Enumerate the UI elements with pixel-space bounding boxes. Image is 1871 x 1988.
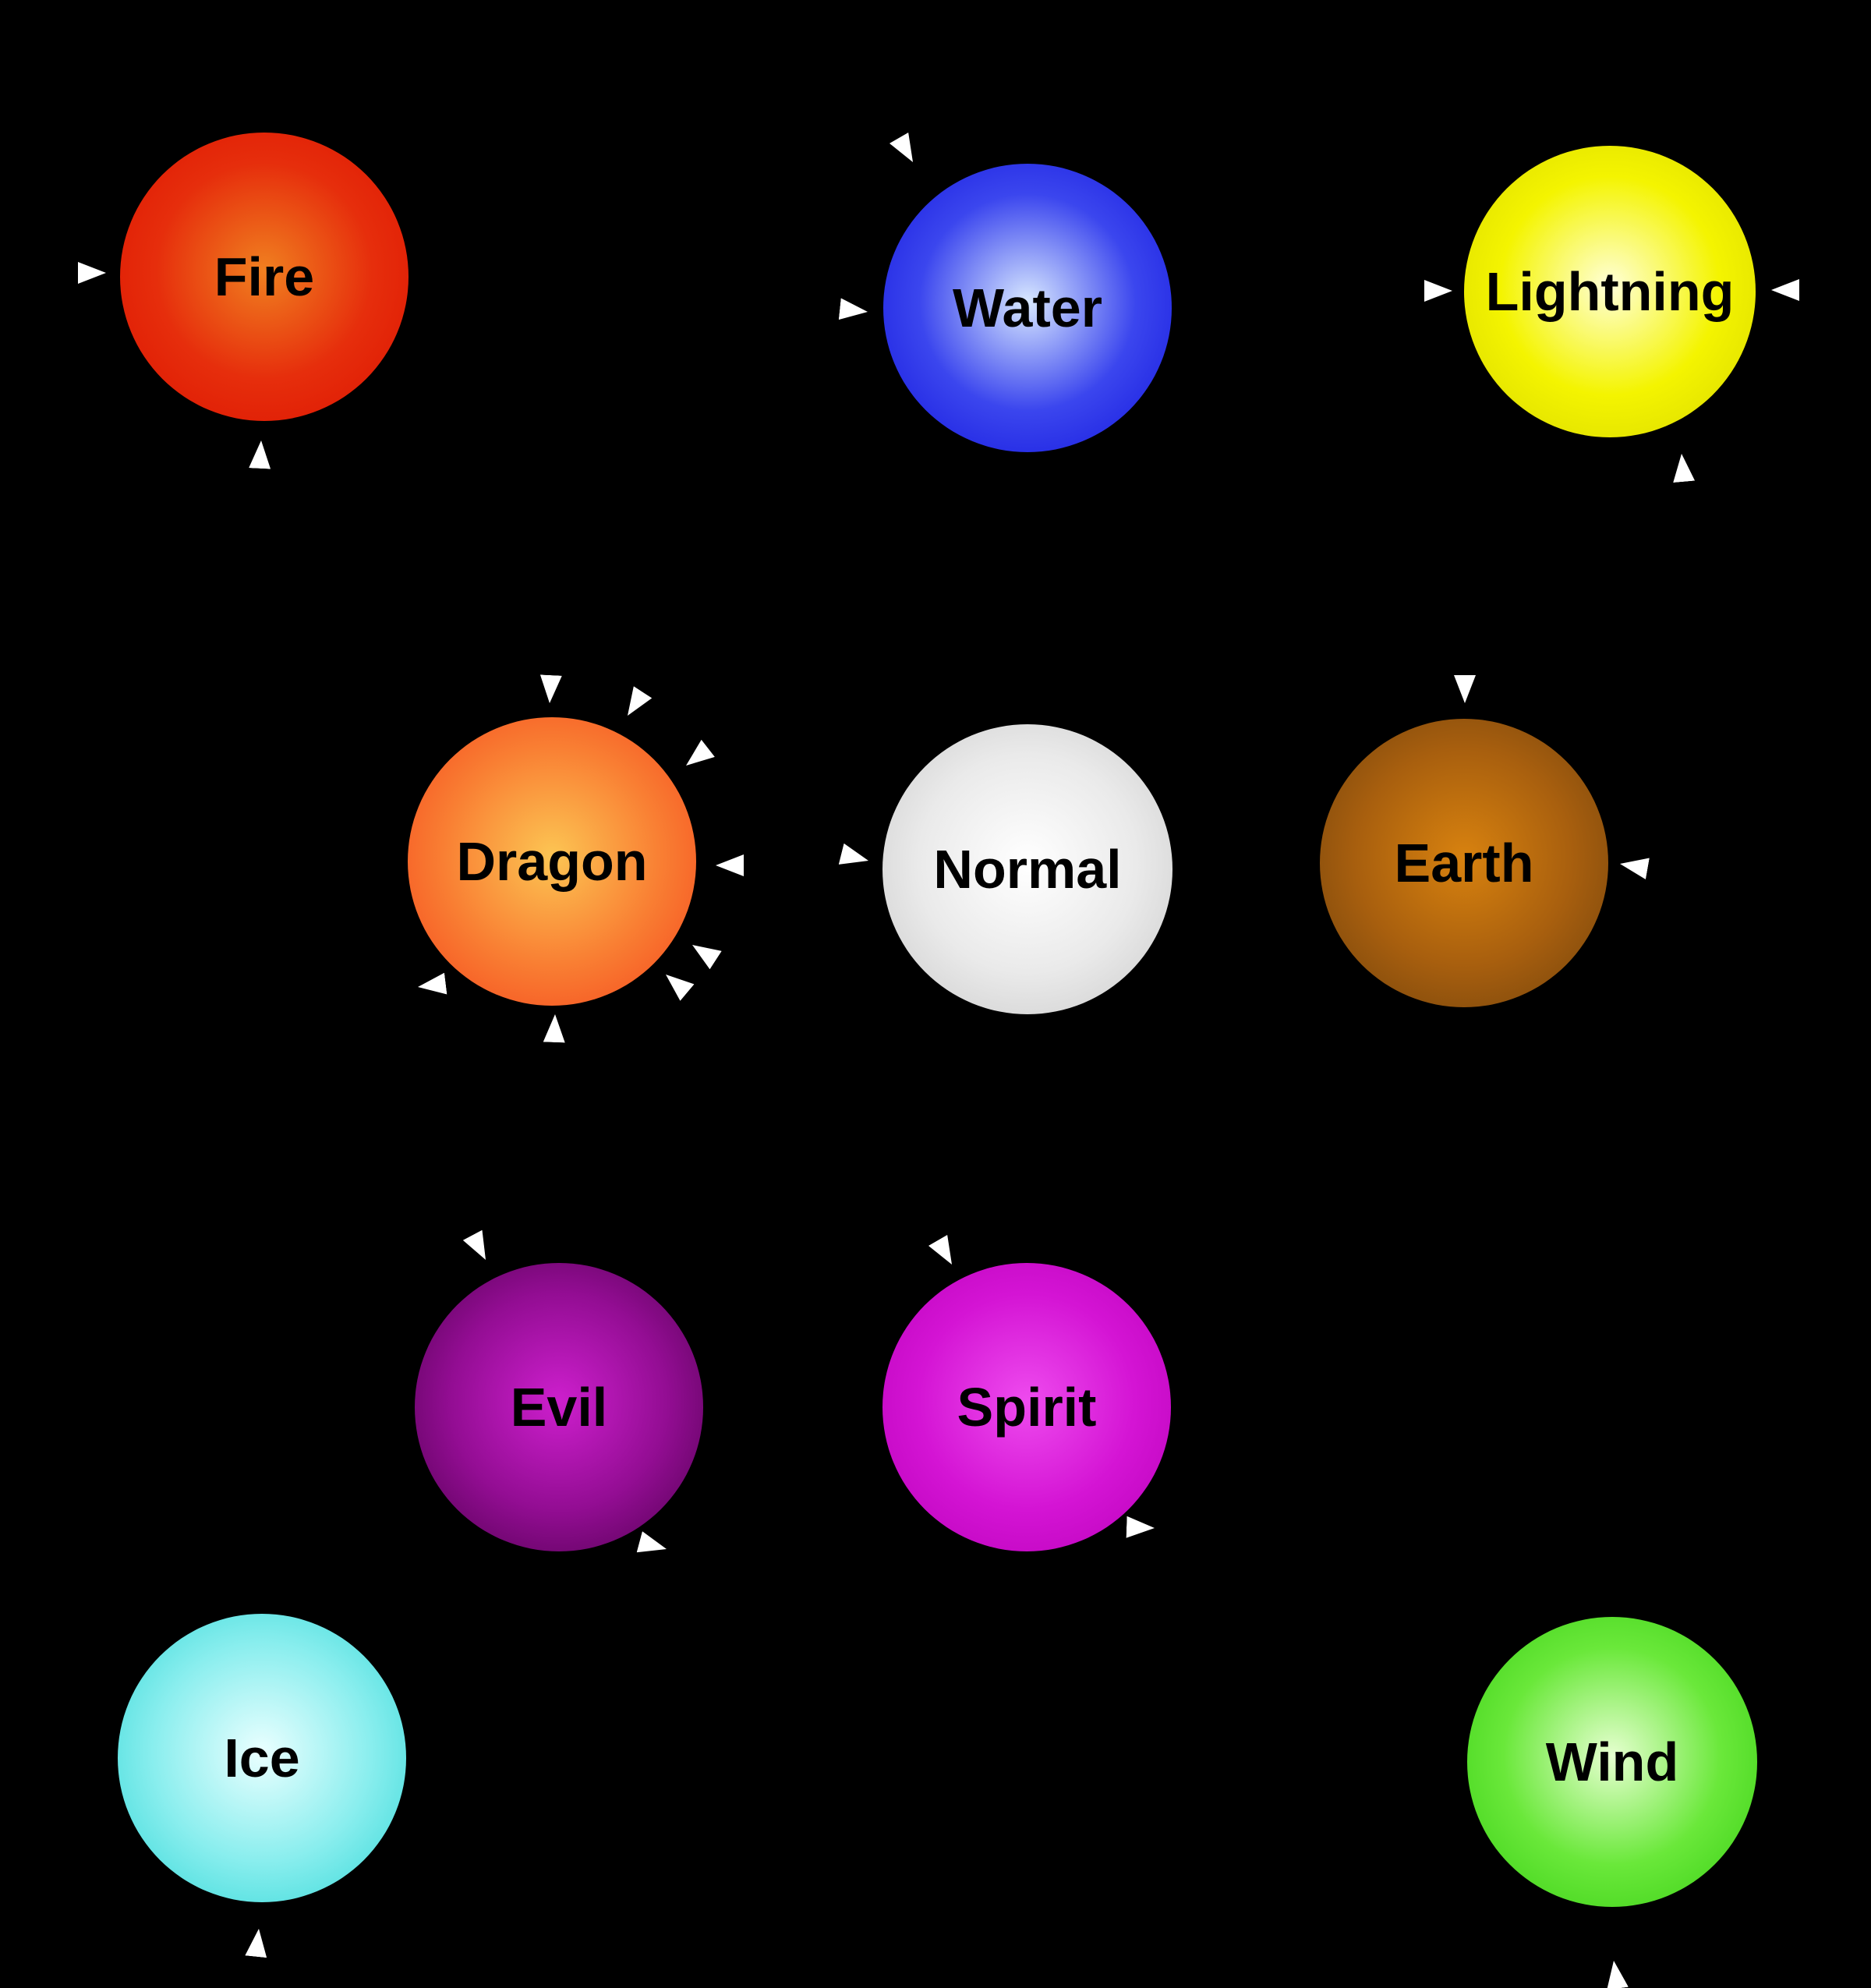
arrowhead-ice-22-icon — [245, 1928, 270, 1958]
arrowhead-dragon-12-icon — [659, 966, 695, 1001]
node-label-lightning: Lightning — [1485, 261, 1735, 322]
node-label-wind: Wind — [1545, 1732, 1679, 1792]
node-earth: Earth — [1320, 719, 1608, 1007]
node-label-dragon: Dragon — [456, 831, 648, 892]
node-label-earth: Earth — [1394, 833, 1534, 893]
node-normal: Normal — [882, 724, 1172, 1014]
node-label-water: Water — [953, 278, 1102, 338]
arrowhead-wind-23-icon — [1603, 1959, 1629, 1988]
arrowhead-earth-17-icon — [1618, 853, 1650, 879]
node-label-ice: Ice — [224, 1728, 300, 1788]
arrowhead-fire-0-icon — [78, 262, 106, 284]
node-evil: Evil — [415, 1263, 703, 1551]
arrowhead-dragon-10-icon — [716, 854, 744, 876]
node-label-evil: Evil — [510, 1377, 608, 1438]
node-label-spirit: Spirit — [957, 1377, 1097, 1438]
node-ice: Ice — [118, 1614, 406, 1902]
arrowhead-dragon-14-icon — [416, 973, 447, 998]
node-lightning: Lightning — [1464, 146, 1756, 437]
arrowhead-water-2-icon — [890, 133, 922, 168]
arrowhead-evil-18-icon — [463, 1230, 496, 1265]
node-spirit: Spirit — [882, 1263, 1171, 1551]
arrowhead-dragon-7-icon — [539, 674, 562, 703]
arrowhead-normal-15-icon — [839, 844, 872, 872]
arrowhead-earth-16-icon — [1454, 675, 1476, 703]
node-dragon: Dragon — [408, 717, 696, 1006]
arrowhead-lightning-5-icon — [1771, 279, 1799, 301]
arrowhead-spirit-20-icon — [928, 1235, 961, 1270]
arrowhead-dragon-9-icon — [679, 740, 715, 774]
node-wind: Wind — [1467, 1617, 1757, 1907]
arrowhead-dragon-8-icon — [618, 686, 652, 721]
arrowhead-dragon-13-icon — [543, 1014, 566, 1043]
arrowhead-water-3-icon — [839, 298, 869, 323]
node-label-normal: Normal — [933, 839, 1122, 900]
arrowhead-dragon-11-icon — [686, 936, 721, 969]
arrowhead-lightning-4-icon — [1424, 280, 1452, 302]
arrowhead-fire-1-icon — [249, 440, 272, 469]
node-label-fire: Fire — [214, 246, 315, 307]
node-fire: Fire — [120, 133, 409, 421]
arrowhead-evil-19-icon — [637, 1531, 670, 1559]
node-water: Water — [883, 164, 1172, 452]
arrowhead-lightning-6-icon — [1671, 453, 1695, 483]
arrowhead-spirit-21-icon — [1126, 1516, 1155, 1539]
